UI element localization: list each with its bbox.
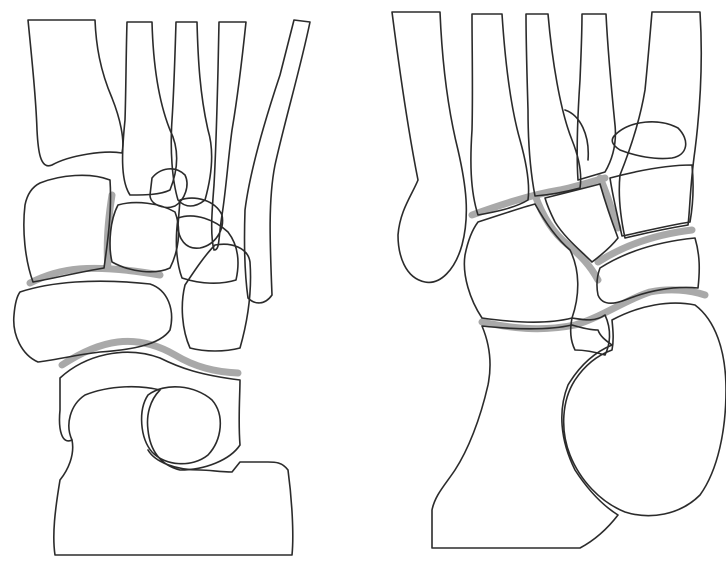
left-cuboid — [182, 244, 250, 351]
right-joint-spaces — [472, 178, 705, 329]
left-fifth-metatarsal — [244, 20, 310, 303]
right-joint-talonavicular — [482, 290, 705, 329]
right-fifth-metatarsal-base — [612, 122, 685, 159]
left-calcaneus — [54, 440, 293, 555]
right-third-metatarsal — [526, 14, 581, 196]
right-second-metatarsal — [471, 14, 529, 215]
left-lateral-cuneiform — [176, 216, 238, 283]
right-calcaneus — [432, 325, 618, 548]
right-joint-cuboid-row — [598, 230, 692, 262]
right-fourth-metatarsal — [577, 14, 615, 180]
left-joint-spaces — [30, 195, 238, 373]
right-talus — [564, 303, 726, 516]
left-intermediate-cuneiform — [110, 203, 179, 272]
right-first-metatarsal — [392, 12, 466, 282]
right-medial-cuneiform — [464, 204, 577, 322]
left-fourth-metatarsal — [212, 22, 246, 250]
left-third-metatarsal — [171, 22, 211, 206]
left-first-metatarsal — [28, 20, 123, 166]
left-second-metatarsal-base — [150, 169, 187, 208]
right-foot-diagram — [392, 12, 726, 548]
left-foot-diagram — [14, 20, 310, 555]
left-joint-talonavicular — [62, 341, 238, 373]
